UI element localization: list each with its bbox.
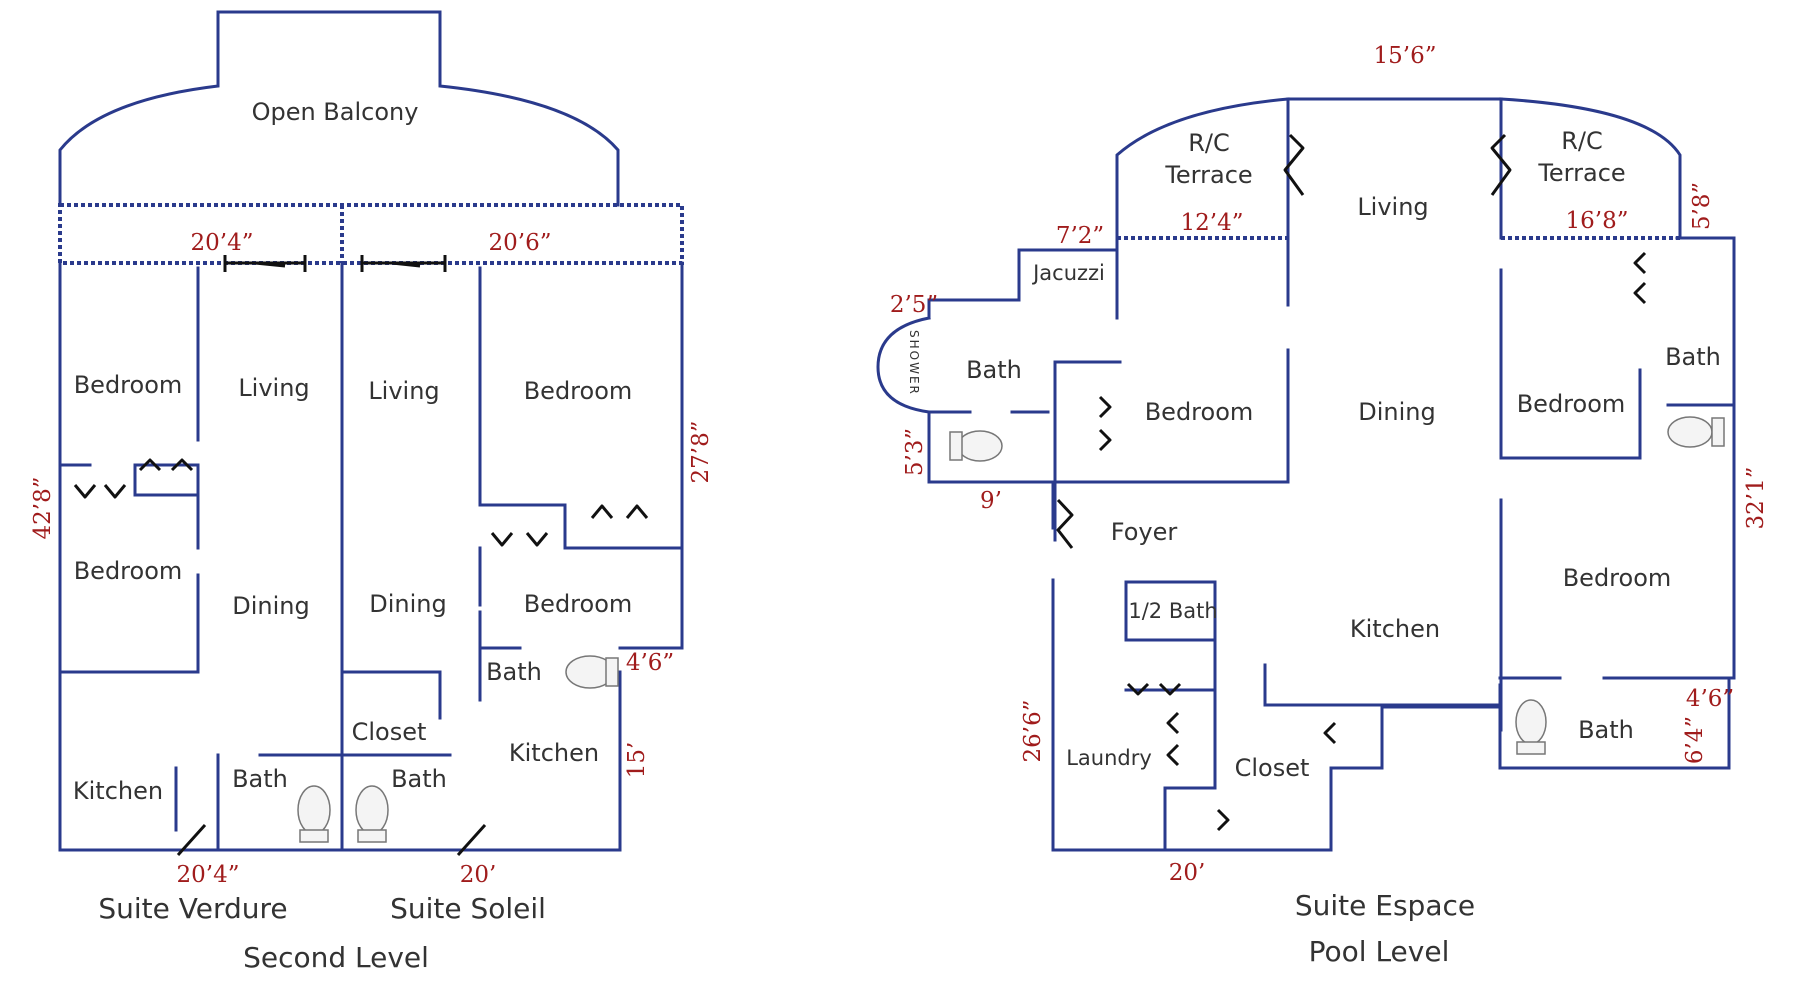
toilet-icon: [565, 655, 619, 689]
dimension-label: 6’4”: [1682, 716, 1708, 764]
room-label-laundry: Laundry: [1066, 746, 1152, 770]
room-label-bath: Bath: [232, 765, 288, 793]
toilet-icon: [355, 785, 389, 843]
closet-chevron-icon: [138, 458, 194, 472]
soleil-walls: [340, 261, 684, 852]
room-label-closet: Closet: [1235, 754, 1310, 782]
dimension-label: 42’8”: [30, 477, 56, 540]
shower-text: SHOWER: [907, 330, 921, 396]
room-label-dining: Dining: [1358, 398, 1435, 426]
verdure-walls: [58, 261, 347, 852]
folding-door-icon: [1056, 498, 1074, 549]
room-label-kitchen: Kitchen: [509, 739, 599, 767]
room-label-terrace: Terrace: [1537, 159, 1625, 187]
dimension-label: 20’4”: [191, 230, 254, 256]
terrace-right-outline: [1499, 97, 1682, 240]
toilet-icon: [949, 430, 1003, 462]
dimension-label: 9’: [980, 488, 1002, 514]
closet-chevron-icon: [590, 504, 649, 519]
room-label-living: Living: [368, 377, 439, 405]
sliding-door-icon: [360, 255, 447, 272]
room-label-rc: R/C: [1561, 127, 1603, 155]
room-label-living: Living: [1357, 193, 1428, 221]
closet-chevron-icon: [1166, 711, 1180, 767]
room-label-bedroom: Bedroom: [524, 590, 633, 618]
shower-outline: [876, 298, 931, 414]
suite-name: Suite Espace: [1295, 889, 1475, 922]
pool-level-plan: SHOWER R/C: [876, 43, 1769, 968]
folding-door-icon: [1283, 133, 1305, 196]
dimension-label: 15’: [624, 742, 650, 779]
room-label-bath: Bath: [486, 658, 542, 686]
level-name: Second Level: [243, 941, 429, 974]
room-label-bedroom: Bedroom: [74, 557, 183, 585]
espace-interior-walls: [927, 268, 1736, 852]
room-label-bath: Bath: [1665, 343, 1721, 371]
terrace-left-inner: [1115, 236, 1290, 320]
dimension-label: 20’: [460, 862, 497, 888]
dimension-label: 7’2”: [1056, 223, 1104, 249]
closet-chevron-icon: [490, 532, 549, 547]
room-label-bedroom: Bedroom: [1145, 398, 1254, 426]
room-label-bedroom: Bedroom: [1517, 390, 1626, 418]
sliding-door-icon: [223, 255, 307, 272]
room-label-dining: Dining: [369, 590, 446, 618]
dimension-label: 20’6”: [489, 230, 552, 256]
room-label-jacuzzi: Jacuzzi: [1031, 261, 1105, 285]
dimension-label: 2’5”: [890, 292, 938, 318]
closet-chevron-icon: [73, 484, 127, 499]
suite-name: Suite Soleil: [390, 892, 546, 925]
second-level-plan: Open Balcony: [30, 10, 714, 974]
room-label-half-bath: 1/2 Bath: [1128, 599, 1217, 623]
balcony-outline: [58, 10, 620, 207]
dimension-label: 26’6”: [1020, 700, 1046, 763]
toilet-icon: [1667, 416, 1725, 448]
dimension-label: 12’4”: [1181, 210, 1244, 236]
verdure-interior-walls: [58, 266, 344, 852]
room-label-kitchen: Kitchen: [1350, 615, 1440, 643]
room-label-dining: Dining: [232, 592, 309, 620]
suite-name: Suite Verdure: [98, 892, 287, 925]
closet-chevron-icon: [1323, 721, 1337, 745]
balcony-railing: [58, 203, 684, 265]
dimension-label: 16’8”: [1566, 208, 1629, 234]
room-label-terrace: Terrace: [1164, 161, 1252, 189]
closet-chevron-icon: [1098, 395, 1112, 452]
room-label-bedroom: Bedroom: [74, 371, 183, 399]
dimension-label: 5’8”: [1689, 182, 1715, 230]
folding-door-icon: [1490, 133, 1512, 196]
door-swing-icon: [176, 823, 207, 857]
dimension-label: 15’6”: [1374, 43, 1437, 69]
terrace-left-outline: [1115, 97, 1290, 240]
dimension-label: 20’: [1169, 860, 1206, 886]
room-label-closet: Closet: [352, 718, 427, 746]
dimension-label: 20’4”: [177, 862, 240, 888]
dimension-label: 4’6”: [1686, 686, 1734, 712]
room-label-bath: Bath: [966, 356, 1022, 384]
dimension-label: 4’6”: [626, 650, 674, 676]
room-label-bath: Bath: [391, 765, 447, 793]
closet-chevron-icon: [1216, 808, 1230, 832]
room-label-foyer: Foyer: [1111, 518, 1178, 546]
room-label-living: Living: [238, 374, 309, 402]
room-label-bath: Bath: [1578, 716, 1634, 744]
closet-chevron-icon: [1126, 682, 1182, 696]
room-label-rc: R/C: [1188, 129, 1230, 157]
door-swing-icon: [456, 823, 487, 857]
toilet-icon: [1515, 699, 1547, 755]
room-label-bedroom: Bedroom: [1563, 564, 1672, 592]
closet-chevron-icon: [1633, 251, 1647, 305]
balcony-label: Open Balcony: [252, 98, 419, 126]
toilet-icon: [297, 785, 331, 843]
room-label-kitchen: Kitchen: [73, 777, 163, 805]
level-name: Pool Level: [1309, 935, 1450, 968]
dimension-label: 32’1”: [1743, 467, 1769, 530]
room-label-bedroom: Bedroom: [524, 377, 633, 405]
dimension-label: 5’3”: [902, 428, 928, 476]
dimension-label: 27’8”: [688, 421, 714, 484]
